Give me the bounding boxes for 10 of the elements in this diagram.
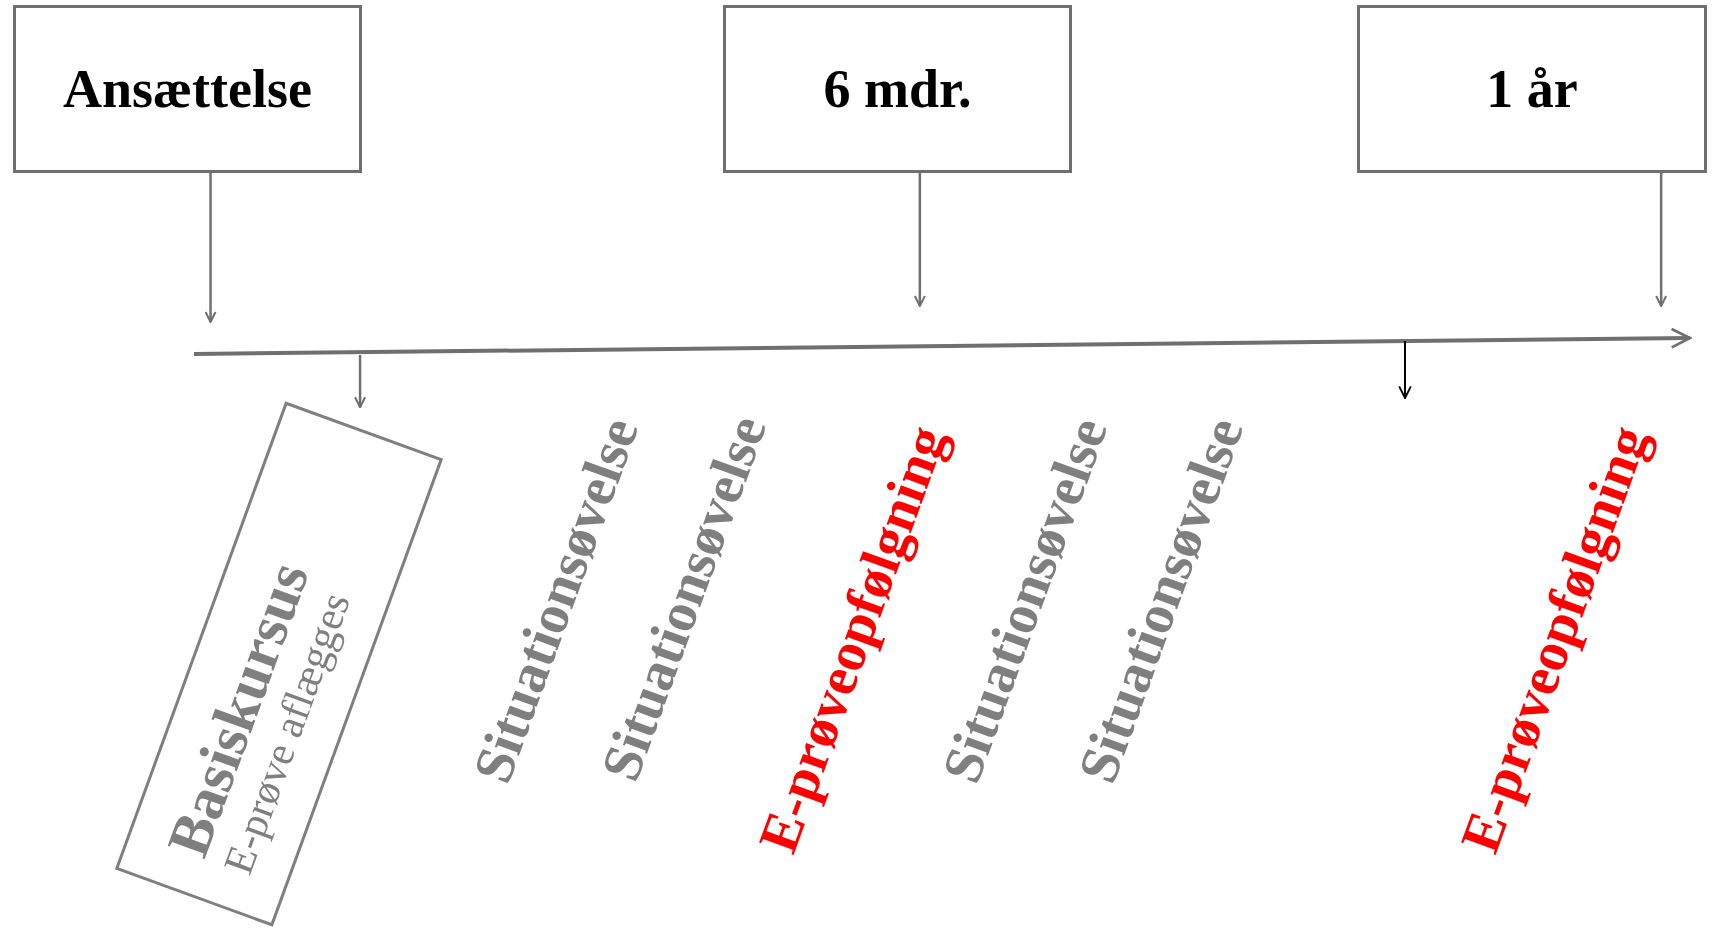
milestone-box [1357,5,1707,173]
arrow [354,355,367,409]
milestone-label: 6 mdr. [823,58,972,120]
milestone-label: Ansættelse [63,58,312,120]
arrow [913,173,926,307]
arrow [1655,173,1668,307]
arrow [204,173,217,323]
milestone-box [13,5,362,173]
milestone-box [723,5,1072,173]
milestone-label: 1 år [1486,58,1578,120]
